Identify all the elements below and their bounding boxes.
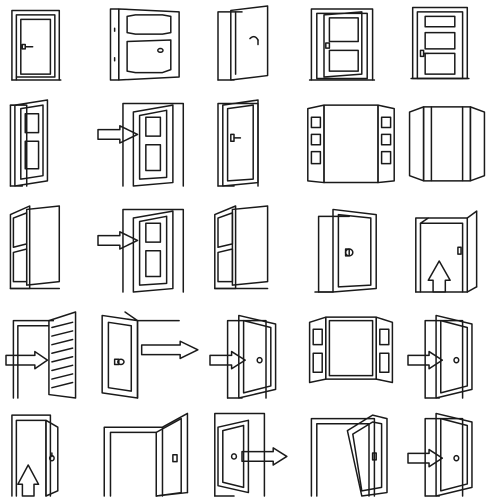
enter-door-up-arrow-icon <box>6 410 80 496</box>
enter-through-door-icon <box>98 100 202 186</box>
exit-door-shutter-icon <box>6 312 80 398</box>
ornate-door-icon <box>98 6 202 80</box>
open-double-windows-icon <box>306 312 396 398</box>
open-paneled-door-icon <box>6 100 80 186</box>
open-door-frame-icon <box>306 410 396 496</box>
house-door-with-transom-icon <box>408 6 486 80</box>
exit-through-door-icon <box>210 410 290 496</box>
open-doorway-up-arrow-icon <box>408 206 486 292</box>
enter-through-door-icon <box>98 206 202 292</box>
open-door-with-window-icon <box>6 206 80 292</box>
ajar-door-icon <box>210 6 290 80</box>
open-double-doors-icon <box>408 100 486 186</box>
enter-door-icon <box>210 312 290 398</box>
paneled-door-icon <box>306 6 396 80</box>
enter-door-icon <box>408 312 486 398</box>
closed-door-with-frame-icon <box>6 6 80 80</box>
open-door-with-window-icon <box>210 206 290 292</box>
open-door-side-icon <box>210 100 290 186</box>
open-double-doors-paneled-icon <box>306 100 396 186</box>
enter-door-icon <box>408 410 486 496</box>
open-door-with-knob-icon <box>306 206 396 292</box>
exit-door-icon <box>98 312 202 398</box>
open-doorway-icon <box>98 410 202 496</box>
